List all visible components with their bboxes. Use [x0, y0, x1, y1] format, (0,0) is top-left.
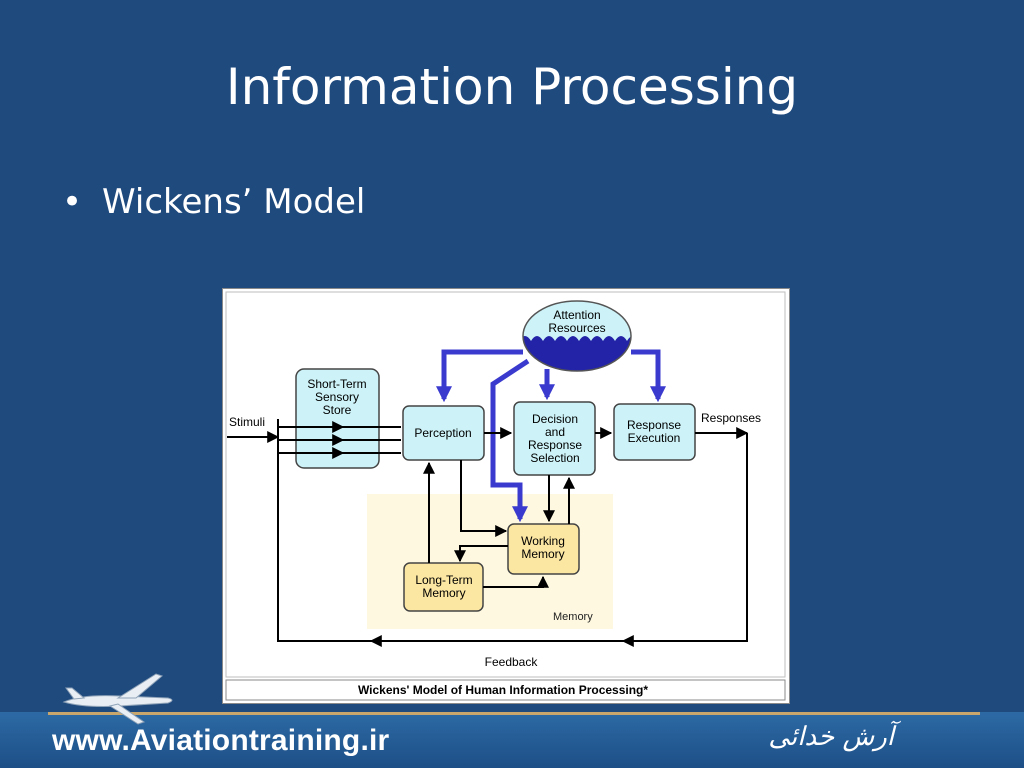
memory-region-label: Memory	[553, 611, 593, 623]
attention-to-response-arrow	[631, 349, 667, 403]
footer-band	[0, 712, 1024, 768]
long-term-memory-node: Long-Term Memory	[403, 562, 484, 612]
sts-label-1: Short-Term	[307, 377, 366, 391]
decision-label-3: Response	[528, 438, 582, 452]
figure-caption: Wickens' Model of Human Information Proc…	[358, 683, 648, 697]
wickens-diagram: Memory Attention Resources Short-Term Se…	[225, 291, 786, 701]
figure-frame	[225, 291, 786, 678]
perception-node: Perception	[402, 405, 485, 461]
long-term-memory-label-1: Long-Term	[415, 573, 472, 587]
feedback-loop-line	[277, 433, 748, 642]
decision-label-4: Selection	[530, 451, 579, 465]
feedback-label: Feedback	[485, 655, 539, 669]
attention-to-working-memory-arrow	[490, 358, 530, 523]
perception-to-working-memory-arrow	[460, 460, 508, 537]
sts-label-3: Store	[323, 403, 352, 417]
decision-response-selection-node: Decision and Response Selection	[513, 401, 596, 476]
short-term-sensory-store-node: Short-Term Sensory Store	[295, 368, 380, 469]
airplane-icon	[62, 673, 173, 725]
response-label-1: Response	[627, 418, 681, 432]
wickens-model-figure: Memory Attention Resources Short-Term Se…	[222, 288, 790, 704]
footer-url[interactable]: www.Aviationtraining.ir	[52, 724, 390, 757]
response-execution-node: Response Execution	[613, 403, 696, 461]
decision-label-2: and	[545, 425, 565, 439]
working-memory-node: Working Memory	[507, 523, 580, 575]
stimuli-label: Stimuli	[229, 415, 265, 429]
attention-resources-node: Attention Resources	[522, 300, 632, 372]
perception-label: Perception	[414, 426, 471, 440]
bullet-item: • Wickens’ Model	[62, 182, 365, 222]
caption-box	[225, 679, 786, 701]
responses-label: Responses	[701, 411, 761, 425]
sts-label-2: Sensory	[315, 390, 359, 404]
working-memory-label-2: Memory	[521, 547, 564, 561]
bullet-text: Wickens’ Model	[102, 182, 366, 222]
slide-title: Information Processing	[225, 58, 799, 116]
flow-arrows	[227, 419, 749, 647]
working-memory-label-1: Working	[521, 534, 565, 548]
response-label-2: Execution	[628, 431, 681, 445]
longterm-to-working-arrow	[483, 575, 549, 588]
long-term-memory-label-2: Memory	[422, 586, 465, 600]
footer-signature: آرش خدائی	[768, 722, 894, 752]
attention-label-2: Resources	[548, 321, 605, 335]
bullet-dot-icon: •	[62, 182, 83, 222]
attention-arrows	[435, 349, 667, 523]
working-to-longterm-arrow	[454, 545, 508, 563]
attention-to-perception-arrow	[435, 349, 523, 403]
footer-divider	[48, 712, 980, 715]
attention-label-1: Attention	[553, 308, 600, 322]
decision-label-1: Decision	[532, 412, 578, 426]
